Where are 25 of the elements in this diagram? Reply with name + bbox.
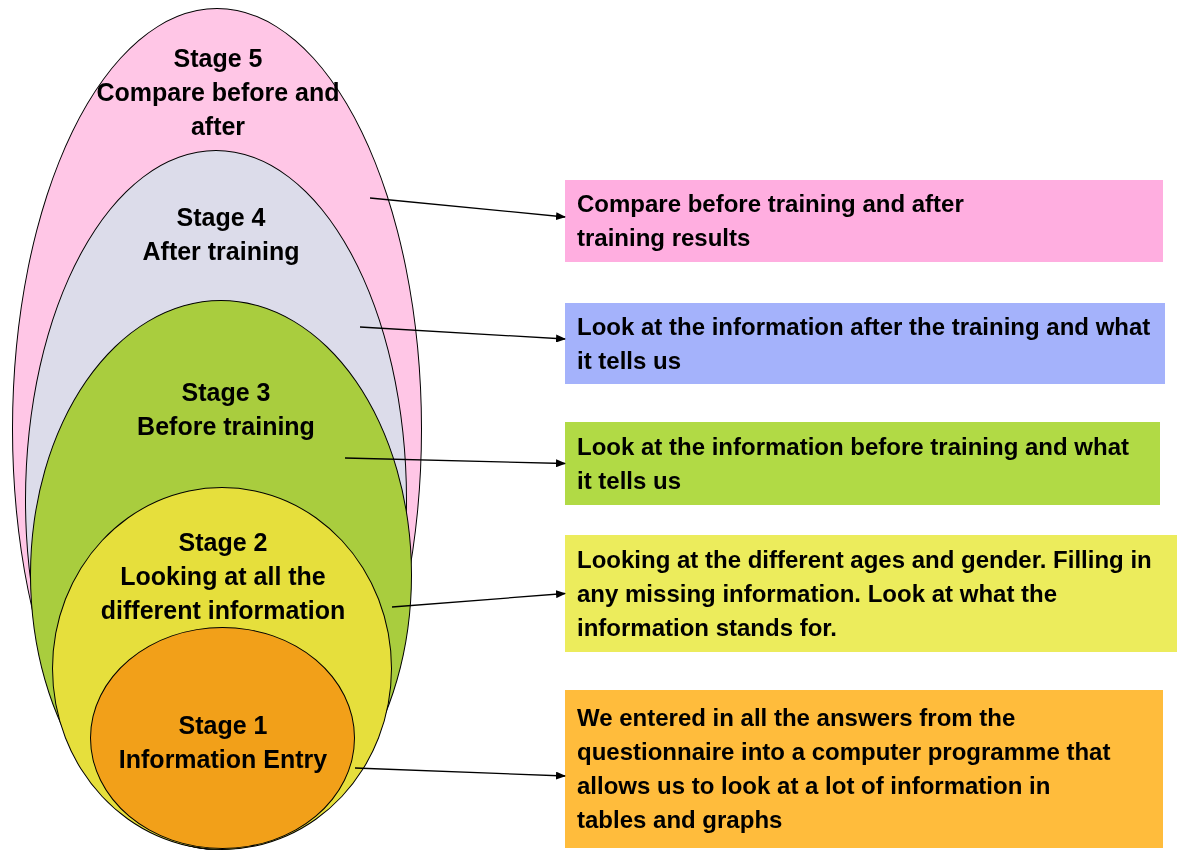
arrow [354, 767, 566, 780]
stage-label: Looking at all the different information [99, 561, 347, 626]
stage-label: Before training [136, 411, 316, 442]
description-text: Look at the information after the training and what it tells us [577, 311, 1152, 376]
stage-label: Compare before and after [95, 77, 341, 142]
stage-heading: Stage 3 [180, 377, 272, 408]
description-text: Looking at the different ages and gender. Filling in any missing information. Look at what the information stands for. [577, 544, 1153, 643]
arrow [369, 197, 566, 221]
stage-heading: Stage 4 [175, 202, 267, 233]
arrow [391, 590, 566, 608]
description-box [565, 535, 1177, 652]
description-box [565, 180, 1163, 262]
stage-heading: Stage 2 [177, 527, 269, 558]
description-box [565, 690, 1163, 848]
stage-heading: Stage 1 [177, 710, 269, 741]
description-box [565, 303, 1165, 384]
arrow [359, 326, 566, 343]
stage-label: Information Entry [117, 744, 329, 775]
arrow [344, 457, 566, 468]
description-text: Look at the information before training and what it tells us [577, 431, 1130, 496]
description-text: We entered in all the answers from the questionnaire into a computer programme that allows us to look at a lot of information in tables and graphs [577, 703, 1112, 835]
stage-label: After training [141, 236, 301, 267]
description-box [565, 422, 1160, 505]
description-text: Compare before training and after training results [577, 189, 965, 253]
stage-heading: Stage 5 [172, 43, 264, 74]
